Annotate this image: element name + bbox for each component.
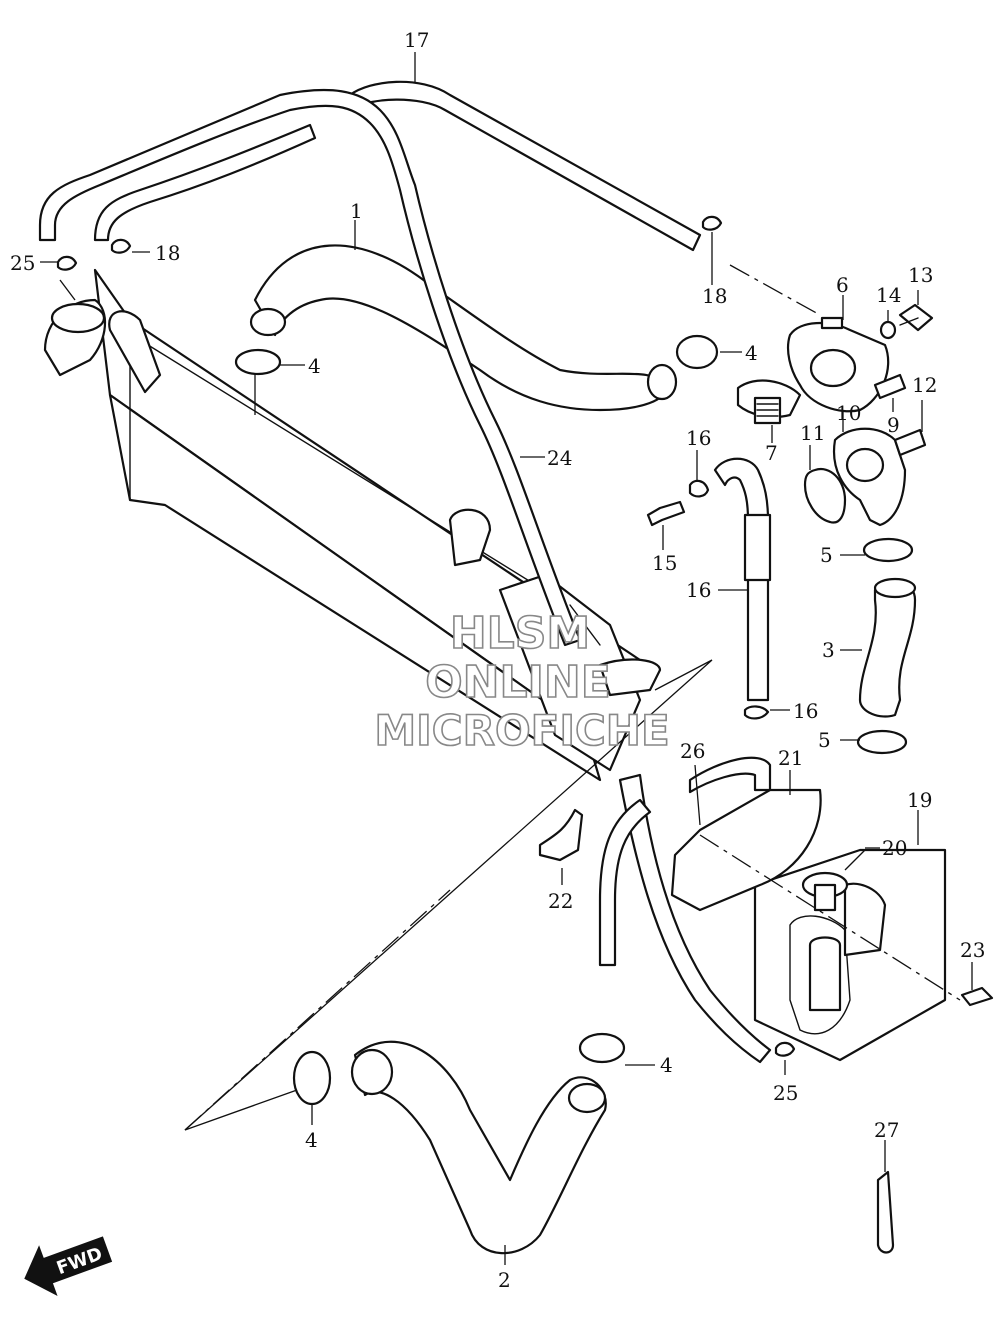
- callout-27: 27: [874, 1118, 899, 1142]
- watermark-line-1: HLSM: [450, 608, 590, 659]
- reservoir-cap-20: [801, 871, 849, 912]
- callout-11: 12: [912, 373, 937, 397]
- callout-10: 11: [800, 421, 825, 445]
- callout-15: 16: [686, 578, 711, 602]
- callout-9: 10: [836, 401, 861, 425]
- clamp-22: [538, 808, 584, 862]
- watermark-line-3: MICROFICHE: [374, 706, 669, 755]
- callout-16-lower: 16: [793, 699, 818, 723]
- callout-14: 15: [652, 551, 677, 575]
- callout-4-lower-left: 4: [305, 1128, 318, 1152]
- callout-25-lower: 25: [773, 1081, 798, 1105]
- thermostat-case-9: [832, 427, 907, 527]
- strap-27: [876, 1170, 895, 1254]
- callout-4-upper-right: 4: [745, 341, 758, 365]
- callout-18-left: 18: [155, 241, 180, 265]
- callout-24: 24: [547, 446, 572, 470]
- breather-tubes: [38, 80, 772, 1064]
- callout-25-upper: 25: [10, 251, 35, 275]
- callout-13: 14: [876, 283, 901, 307]
- callout-4-lower-right: 4: [660, 1053, 673, 1077]
- callout-labels: 17 1 25 18 18 4 4 6 14 13 9 12 10 11 7 1…: [10, 28, 985, 1292]
- bypass-hose-15: [713, 457, 772, 702]
- reservoir-tank-19: [753, 848, 947, 1062]
- callout-3: 3: [822, 638, 835, 662]
- callout-22: 22: [548, 889, 573, 913]
- callout-26: 26: [680, 739, 705, 763]
- callout-8: 9: [887, 413, 900, 437]
- watermark: HLSM ONLINE MICROFICHE: [374, 607, 671, 756]
- callout-5-lower: 5: [818, 728, 831, 752]
- bolts-clamps-hardware: [56, 215, 994, 1106]
- watermark-line-2: ONLINE: [425, 657, 611, 708]
- callout-4-upper-left: 4: [308, 354, 321, 378]
- callout-18-right: 18: [702, 284, 727, 308]
- callout-5-upper: 5: [820, 543, 833, 567]
- o-ring-10: [803, 467, 847, 524]
- callout-23: 23: [960, 938, 985, 962]
- callout-20: 20: [882, 836, 907, 860]
- water-hose-3: [858, 577, 917, 718]
- callout-17: 17: [404, 28, 429, 52]
- fwd-arrow-icon: FWD: [24, 1236, 113, 1296]
- callout-16-upper: 16: [686, 426, 711, 450]
- callout-1: 1: [350, 199, 363, 223]
- callout-2: 2: [498, 1268, 511, 1292]
- callout-12: 13: [908, 263, 933, 287]
- callout-6: 6: [836, 273, 849, 297]
- tank-cover-21: [670, 788, 822, 912]
- callout-21: 21: [778, 746, 803, 770]
- leader-lines: [40, 52, 973, 1265]
- callout-19: 19: [907, 788, 932, 812]
- radiator-hose-lower: [350, 1040, 607, 1255]
- callout-7: 7: [765, 441, 778, 465]
- radiator: [43, 268, 662, 782]
- thermostat-7: [736, 379, 802, 425]
- reservoir-hose-26: [688, 756, 772, 794]
- thermostat-cover-6: [786, 316, 890, 413]
